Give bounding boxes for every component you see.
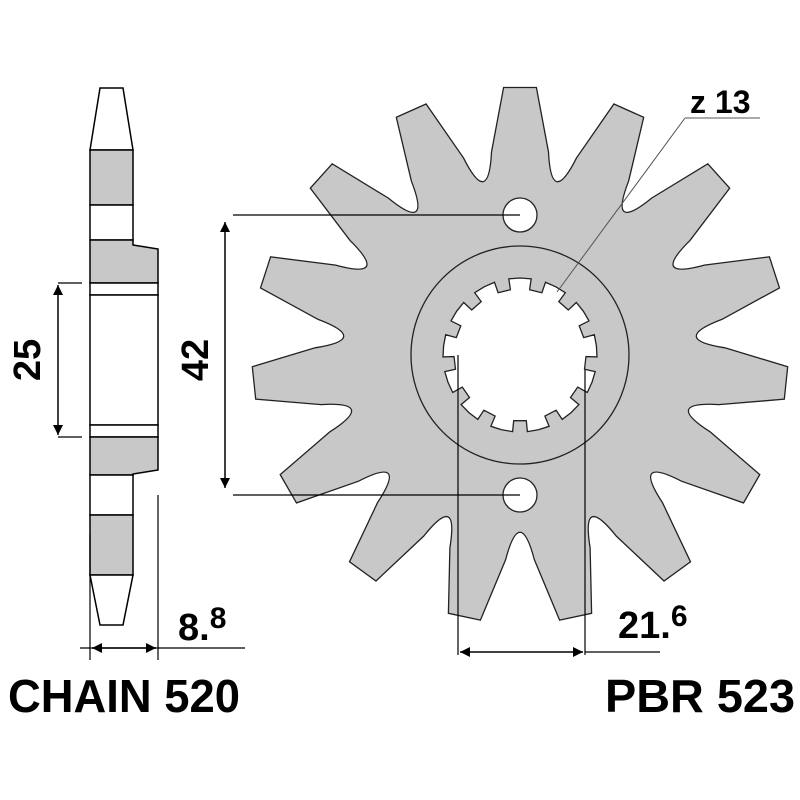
side-view <box>89 87 159 626</box>
teeth-leader <box>556 117 760 293</box>
part-number: PBR 523 <box>605 670 795 722</box>
hub-bore-label: 25 <box>7 339 49 381</box>
thickness-label: 8.8 <box>178 602 226 649</box>
thickness-dimension <box>80 495 245 660</box>
bolt-spacing-dimension <box>220 214 520 496</box>
chain-label: CHAIN 520 <box>8 670 240 722</box>
hub-ring <box>410 245 630 465</box>
hub-bore-dimension <box>53 282 82 438</box>
sprocket-outline <box>251 86 789 621</box>
spline-width-dimension <box>457 355 660 657</box>
spline-width-label: 21.6 <box>618 600 688 647</box>
teeth-count-label: z 13 <box>690 84 750 120</box>
bolt-spacing-label: 42 <box>175 339 217 381</box>
